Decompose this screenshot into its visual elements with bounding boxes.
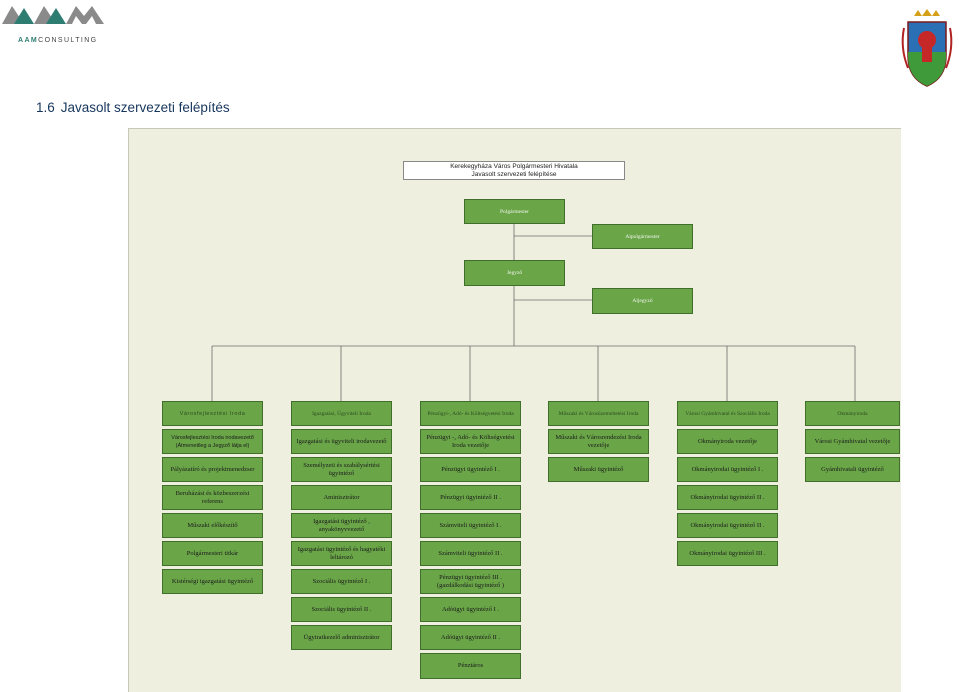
staff-box: Műszaki előkészítő [162,513,263,538]
staff-box: Igazgatási ügyintéző , anyakönyvvezető [291,513,392,538]
dept-penzugyi: Pénzügyi-, Adó- és Költségvetési Iroda [420,401,521,426]
staff-box: Igazgatási ügyintéző és hagyatéki leltár… [291,541,392,566]
city-crest-icon [896,8,958,88]
staff-box: Pénztáros [420,653,521,679]
staff-box: Pénzügyi ügyintéző I . [420,457,521,482]
staff-box: Pénzügyi ügyintéző II . [420,485,521,510]
staff-box: Okmányirodai ügyintéző II . [677,513,778,538]
box-aljegyzo: Aljegyző [592,288,693,314]
staff-box: Beruházási és közbeszerzési referens [162,485,263,510]
staff-box: Városfejlesztési Iroda irodavezető (Átme… [162,429,263,454]
dept-muszaki: Műszaki és Városüzemeltetési Iroda [548,401,649,426]
staff-box: Műszaki és Városrendezési Iroda vezetője [548,429,649,454]
section-number: 1.6 [36,100,55,115]
section-title: 1.6 Javasolt szervezeti felépítés [36,100,230,115]
staff-box: Igazgatási és ügyviteli irodavezető [291,429,392,454]
staff-box: Szociális ügyintéző I . [291,569,392,594]
dept-igazgatasi: Igazgatási, Ügyviteli Iroda [291,401,392,426]
staff-box: Műszaki ügyintéző [548,457,649,482]
staff-box: Polgármesteri titkár [162,541,263,566]
staff-box: Pályázatíró és projektmenedzser [162,457,263,482]
staff-box: Pénzügyi -, Adó- és Költségvetési Iroda … [420,429,521,454]
org-chart-title-line1: Kerekegyháza Város Polgármesteri Hivatal… [450,163,578,170]
org-chart-title-line2: Javasolt szervezeti felépítése [471,171,557,178]
staff-box: Kistérségi igazgatási ügyintéző [162,569,263,594]
dept-okmanyiroda: Okmányiroda [805,401,900,426]
staff-box: Ügyiratkezelő adminisztrátor [291,625,392,650]
staff-box: Okmányirodai ügyintéző II . [677,485,778,510]
box-alpolgarmester: Alpolgármester [592,224,693,249]
dept-gyamhivatal: Városi Gyámhivatal és Szociális Iroda [677,401,778,426]
section-heading: Javasolt szervezeti felépítés [60,100,230,115]
staff-box: Aminisztrátor [291,485,392,510]
box-jegyzo: Jegyző [464,260,565,286]
staff-box: Okmányiroda vezetője [677,429,778,454]
logo-wordmark: AAMCONSULTING [18,37,98,44]
staff-box: Okmányirodai ügyintéző I . [677,457,778,482]
staff-box: Személyzeti és szabálysértési ügyintéző [291,457,392,482]
staff-box: Gyámhivatali ügyintéző [805,457,900,482]
staff-box: Pénzügyi ügyintéző III . (gazdálkodási ü… [420,569,521,594]
staff-box: Adóügyi ügyintéző I . [420,597,521,622]
dept-varosfejlesztesi: Városfejlesztési Iroda [162,401,263,426]
staff-box: Okmányirodai ügyintéző III . [677,541,778,566]
aam-logo-mark [2,6,104,24]
staff-box: Városi Gyámhivatal vezetője [805,429,900,454]
aam-logo: AAMCONSULTING [0,0,120,50]
staff-box: Szociális ügyintéző II . [291,597,392,622]
staff-box: Adóügyi ügyintéző II . [420,625,521,650]
staff-box: Számviteli ügyintéző I . [420,513,521,538]
org-chart-title: Kerekegyháza Város Polgármesteri Hivatal… [403,161,625,180]
staff-box: Számviteli ügyintéző II . [420,541,521,566]
box-polgarmester: Polgármester [464,199,565,224]
